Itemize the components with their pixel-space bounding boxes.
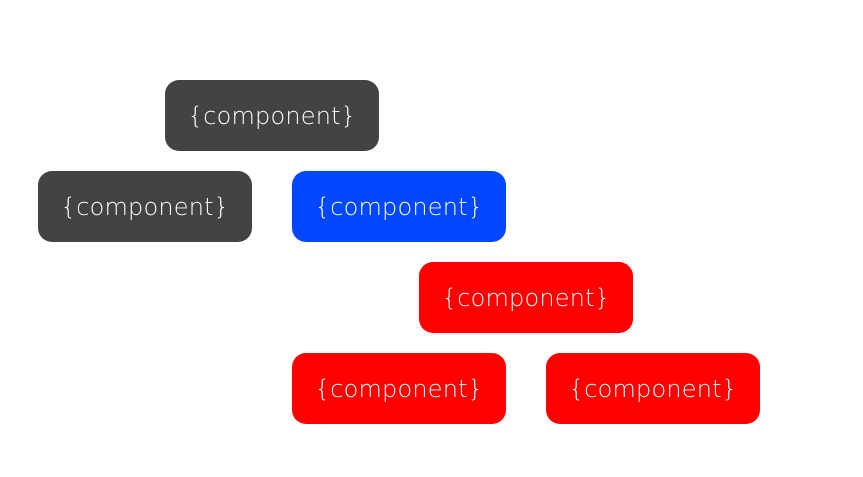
component-label: {component} [441,283,611,312]
component-node-left-child[interactable]: {component} [38,171,252,242]
component-label: {component} [60,192,230,221]
component-label: {component} [314,192,484,221]
component-node-root[interactable]: {component} [165,80,379,151]
component-node-great-grandchild-right[interactable]: {component} [546,353,760,424]
component-label: {component} [187,101,357,130]
component-node-great-grandchild-left[interactable]: {component} [292,353,506,424]
component-label: {component} [568,374,738,403]
component-node-grandchild[interactable]: {component} [419,262,633,333]
component-label: {component} [314,374,484,403]
component-node-right-child-selected[interactable]: {component} [292,171,506,242]
